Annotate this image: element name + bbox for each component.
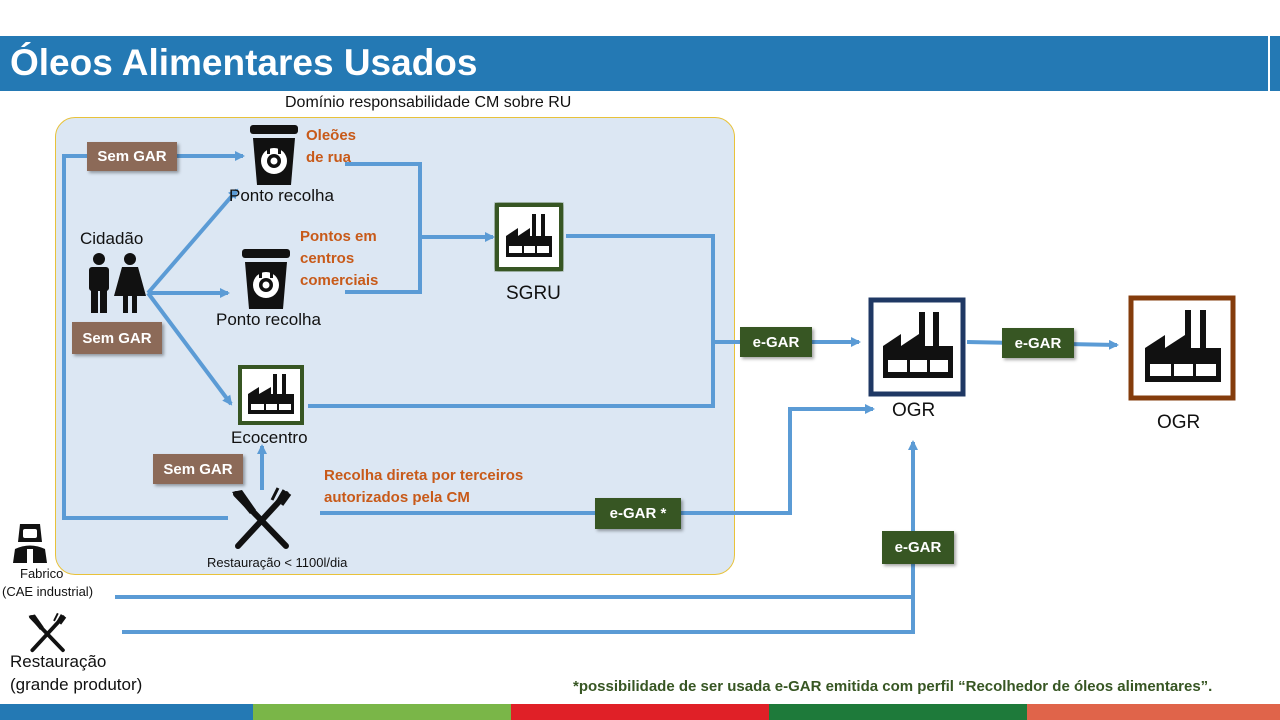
footer-bar-lightgreen <box>253 704 511 720</box>
egar-tag: e-GAR <box>882 531 954 564</box>
ponto-recolha-label: Ponto recolha <box>229 186 334 205</box>
people-icon <box>89 253 146 313</box>
recolha-annotation: Recolha direta por terceiros autorizados… <box>324 465 523 509</box>
sgru-label: SGRU <box>506 283 561 304</box>
line-ponto2-to-sgru <box>345 237 422 294</box>
sem-gar-tag: Sem GAR <box>87 142 177 171</box>
cidadao-label: Cidadão <box>80 229 144 248</box>
sem-gar-tag: Sem GAR <box>72 322 162 354</box>
waste-bin-icon <box>250 125 298 185</box>
pontos-annotation: Pontos em centros comerciais <box>300 226 378 292</box>
ogr-label: OGR <box>1157 412 1201 433</box>
restauracao-small-label: Restauração < 1100l/dia <box>207 555 348 570</box>
arrow-cidadao-to-ecocentro <box>146 291 233 406</box>
worker-icon <box>13 524 47 563</box>
ecocentro-label: Ecocentro <box>231 428 308 447</box>
factory-icon <box>1128 295 1236 401</box>
line-ecocentro-out <box>308 342 715 408</box>
header-end <box>1270 36 1280 91</box>
restauracao-big-label: Restauração <box>10 652 107 671</box>
factory-icon <box>495 203 563 271</box>
footer-bar-red <box>511 704 769 720</box>
egar-tag: e-GAR <box>1002 328 1074 358</box>
annotation-line: Recolha direta por terceiros <box>324 467 524 484</box>
waste-bin-icon <box>242 249 290 309</box>
page-title: Óleos Alimentares Usados <box>10 42 478 83</box>
ponto-recolha-label: Ponto recolha <box>216 310 321 329</box>
footer-bar-darkgreen <box>769 704 1027 720</box>
header-bar <box>0 36 1280 91</box>
cutlery-icon <box>232 487 292 549</box>
domain-title: Domínio responsabilidade CM sobre RU <box>285 94 572 111</box>
footer-bar-orange <box>1027 704 1280 720</box>
line-sgru-out <box>566 234 715 342</box>
cutlery-icon <box>28 612 67 653</box>
annotation-line: Oleões <box>306 127 357 144</box>
arrow-cidadao-to-ponto1 <box>146 188 239 295</box>
footnote: *possibilidade de ser usada e-GAR emitid… <box>573 678 1213 695</box>
fabrico-sublabel: (CAE industrial) <box>2 584 94 599</box>
factory-icon <box>868 297 966 397</box>
footer-bar-blue <box>0 704 253 720</box>
annotation-line: comerciais <box>300 272 379 289</box>
restauracao-big-sublabel: (grande produtor) <box>10 675 143 694</box>
annotation-line: autorizados pela CM <box>324 489 470 506</box>
arrow-producers-to-ogr1 <box>115 442 913 634</box>
annotation-line: de rua <box>306 149 352 166</box>
oleoes-annotation: Oleões de rua <box>306 125 356 169</box>
fabrico-label: Fabrico <box>20 566 64 581</box>
egar-tag: e-GAR <box>740 327 812 357</box>
annotation-line: Pontos em <box>300 228 377 245</box>
ogr-label: OGR <box>892 400 936 421</box>
sem-gar-tag: Sem GAR <box>153 454 243 484</box>
annotation-line: centros <box>300 250 355 267</box>
factory-icon <box>238 365 304 425</box>
egar-star-tag: e-GAR * <box>595 498 681 529</box>
arrow-ponto1-to-sgru <box>345 162 495 242</box>
arrow-recolha-to-ogr1 <box>320 404 875 515</box>
